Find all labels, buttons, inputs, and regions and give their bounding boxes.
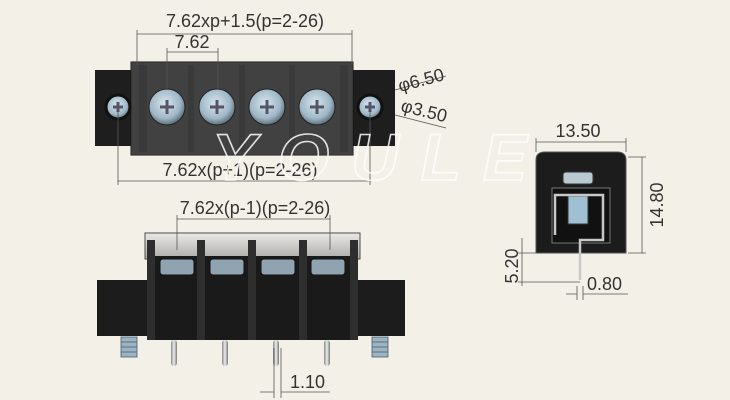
- front-ribs: [147, 240, 358, 340]
- mount-hole-outer-label: φ6.50: [396, 64, 446, 95]
- mount-spacing-label: 7.62x(p+1)(p=2-26): [162, 160, 317, 180]
- side-dimension-lines: [518, 138, 646, 300]
- pin-length-label: 5.20: [502, 248, 522, 283]
- pin-thickness-label: 0.80: [587, 274, 622, 294]
- terminal-clip: [553, 193, 605, 280]
- screw-thread-icon: [567, 195, 589, 225]
- screw-head-icon: [260, 258, 296, 276]
- front-screw-heads: [159, 258, 346, 276]
- screw-head-icon: [159, 258, 195, 276]
- screw-head-icon: [209, 258, 245, 276]
- side-view: 13.50 14.80 5.20 0.80: [502, 121, 667, 300]
- barrier-ribs: [139, 65, 348, 152]
- front-dimension-lines: [176, 215, 331, 398]
- screw-head-icon: [562, 171, 594, 185]
- front-view: 7.62x(p-1)(p=2-26) 1.10: [97, 198, 405, 398]
- pitch-label: 7.62: [174, 32, 209, 52]
- pin-width-label: 1.10: [290, 372, 325, 392]
- terminal-screws-top: [104, 88, 384, 126]
- pins: [171, 340, 330, 366]
- screw-head-icon: [310, 258, 346, 276]
- overall-length-label: 7.62xp+1.5(p=2-26): [166, 11, 324, 31]
- side-height-label: 14.80: [647, 182, 667, 227]
- top-view: 7.62xp+1.5(p=2-26) 7.62 φ6.50 φ3.50 7.62…: [95, 11, 449, 185]
- pin-span-label: 7.62x(p-1)(p=2-26): [180, 198, 331, 218]
- top-dimension-lines: [117, 30, 447, 185]
- side-width-label: 13.50: [555, 121, 600, 141]
- mount-threads: [120, 336, 389, 358]
